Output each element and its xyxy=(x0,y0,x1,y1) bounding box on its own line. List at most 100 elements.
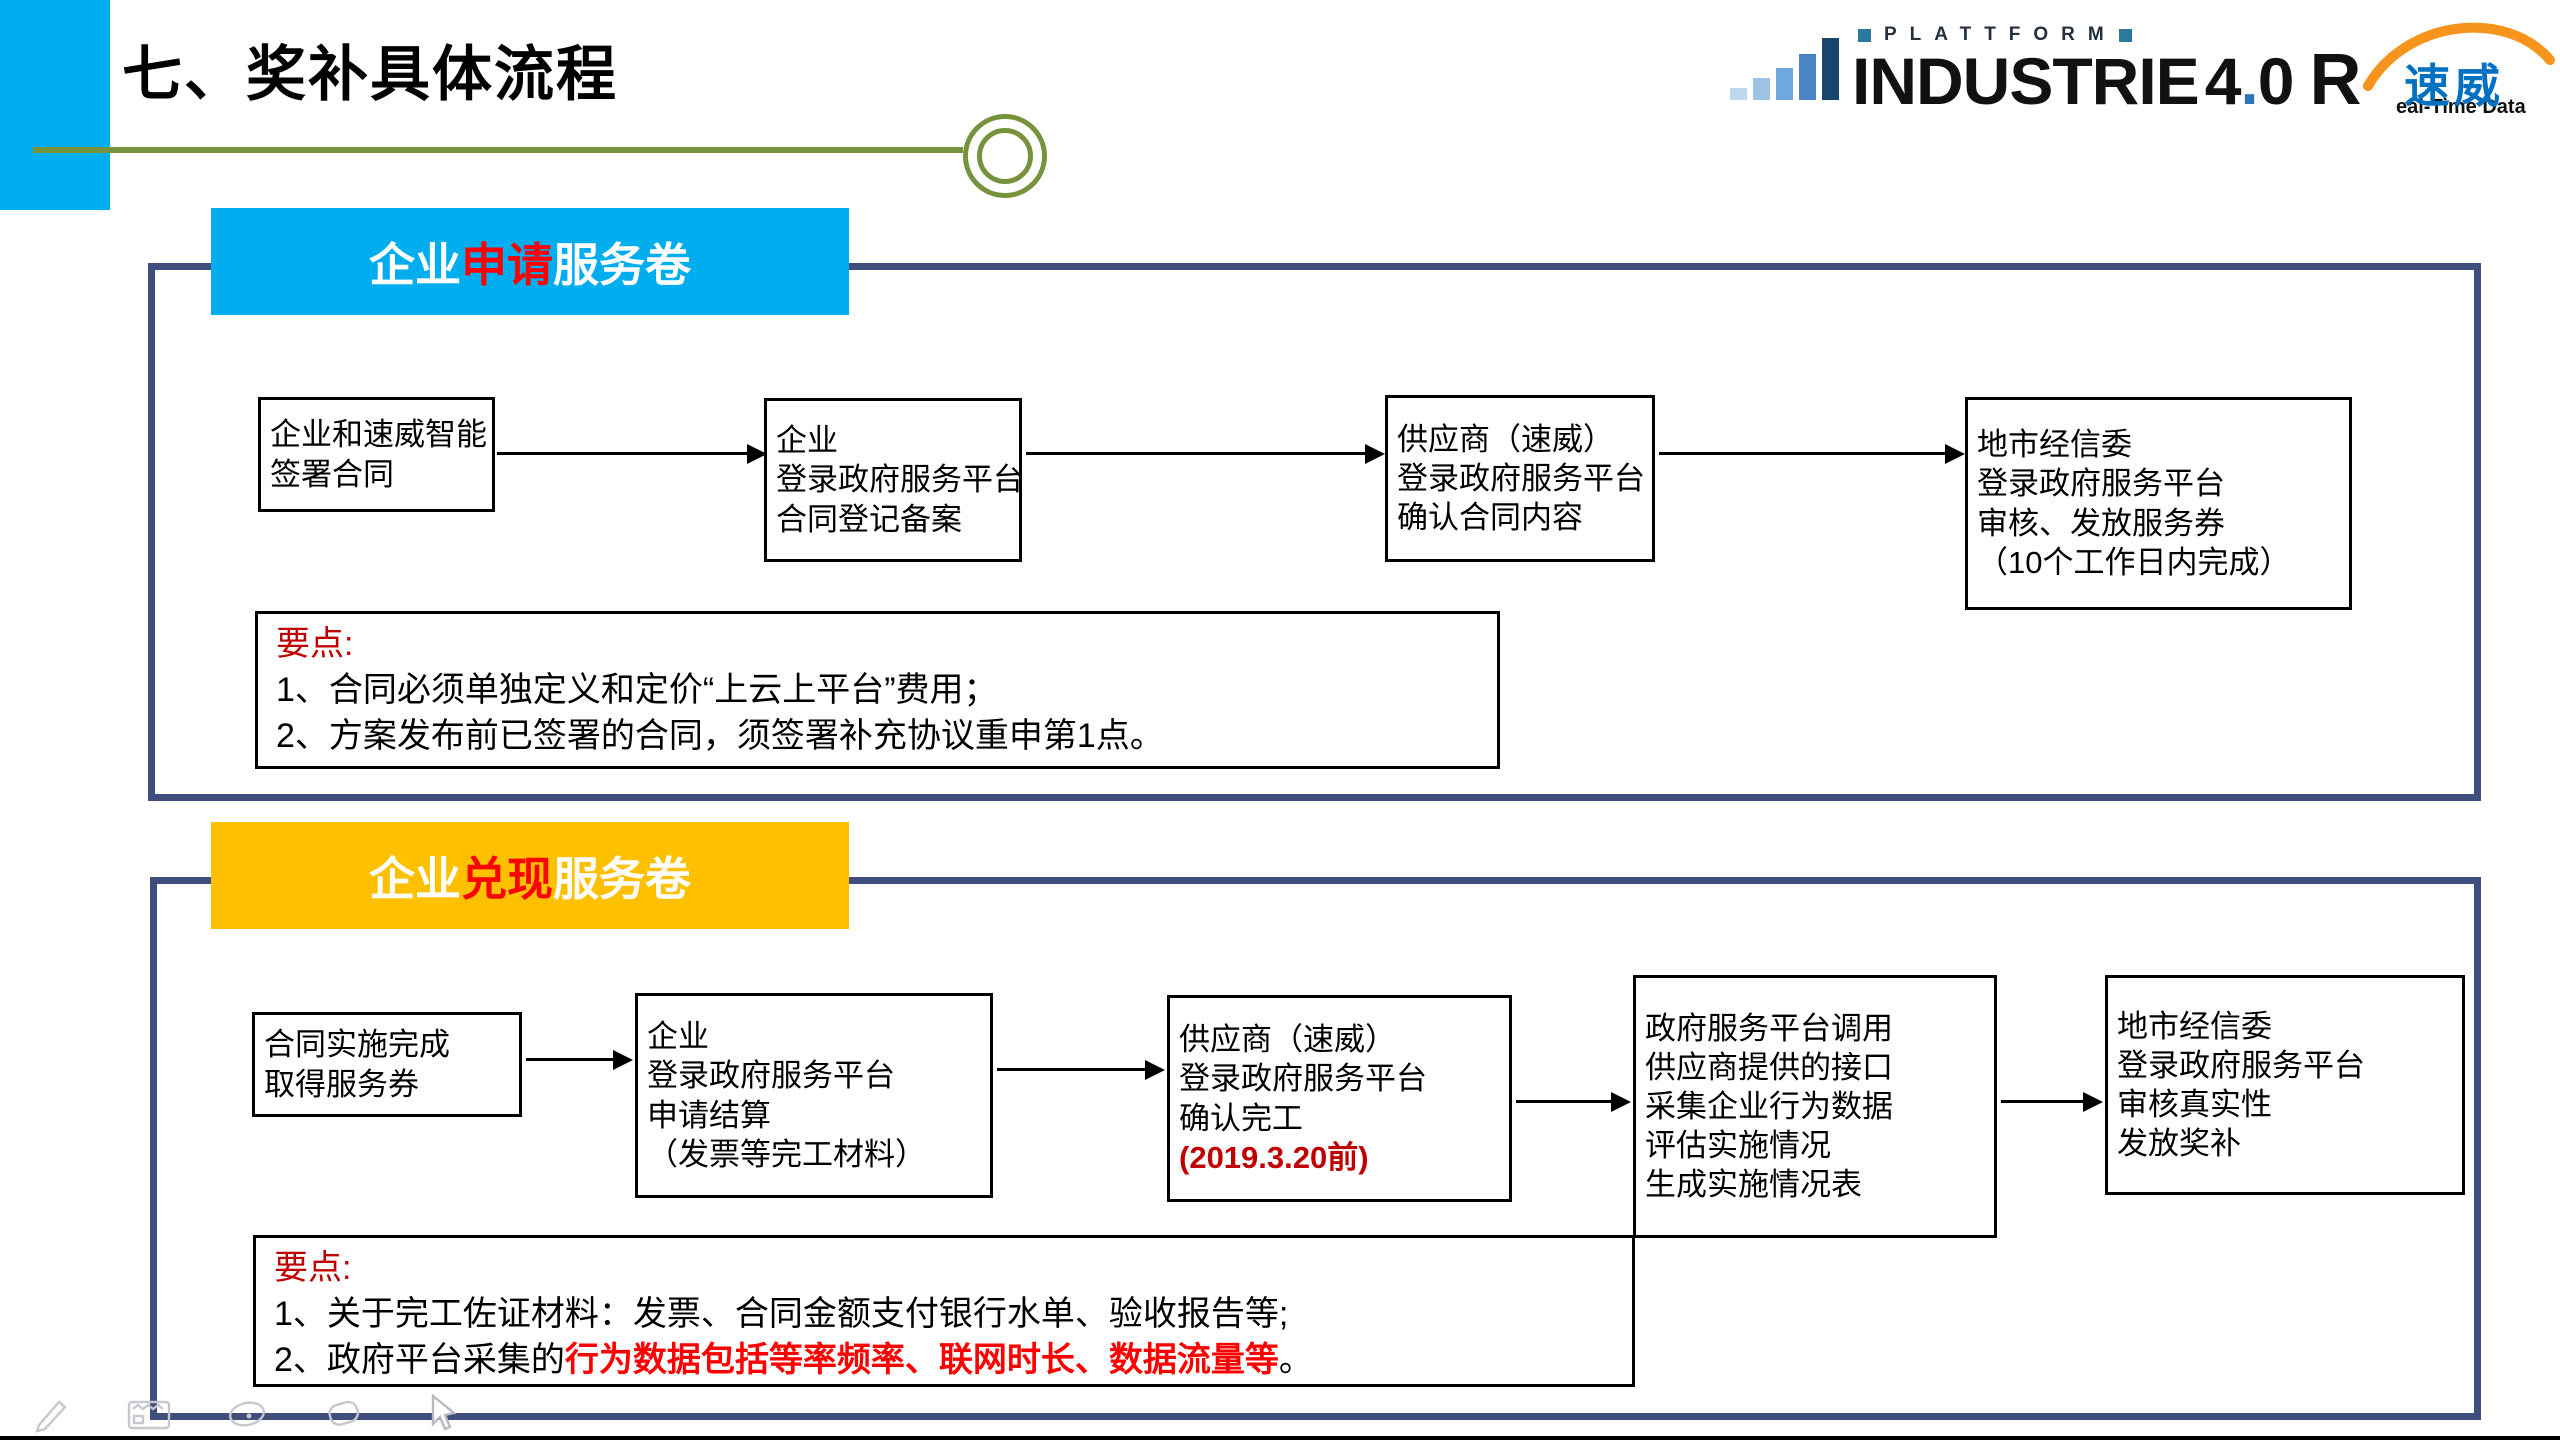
annotation-pad-icon xyxy=(127,1400,171,1430)
flow-step-line: 确认合同内容 xyxy=(1397,500,1583,536)
flow-step-line: 供应商（速威） xyxy=(1179,1022,1396,1058)
logo-version-dot: . xyxy=(2240,44,2258,118)
flow-step-line: 登录政府服务平台 xyxy=(647,1058,895,1094)
header-text: 服务卷 xyxy=(553,852,691,905)
flow-step-line: 企业和速威智能 xyxy=(270,417,487,453)
flow-step-commission-grant-reward: 地市经信委 登录政府服务平台 审核真实性 发放奖补 xyxy=(2105,975,2465,1195)
flow-step-line: （10个工作日内完成） xyxy=(1977,544,2291,580)
notes-item: 1、合同必须单独定义和定价“上云上平台”费用； xyxy=(276,670,998,709)
flow-step-line: 地市经信委 xyxy=(2117,1008,2272,1044)
flow-step-line: 企业 xyxy=(776,423,838,459)
laser-pointer-tool-button[interactable] xyxy=(221,1394,273,1434)
page-title: 七、奖补具体流程 xyxy=(122,41,618,108)
logo-brand-text: INDUSTRIE xyxy=(1852,44,2200,118)
flow-step-line: 取得服务券 xyxy=(264,1066,419,1102)
flow-arrow xyxy=(526,1058,613,1061)
logo-bar xyxy=(1730,88,1747,100)
logo-cn-brand: 速威 xyxy=(2404,60,2504,112)
flow-step-line: 审核真实性 xyxy=(2117,1087,2272,1122)
left-accent-bar xyxy=(0,0,110,210)
notes-item: 2、政府平台采集的行为数据包括等率频率、联网时长、数据流量等。 xyxy=(274,1338,1614,1384)
section-1-notes-box: 要点: 1、合同必须单独定义和定价“上云上平台”费用； 2、方案发布前已签署的合… xyxy=(255,611,1500,769)
logo-plattform-text: PLATTFORM xyxy=(1884,24,2117,45)
flow-step-line: 地市经信委 xyxy=(1977,427,2132,463)
flow-step-deadline: (2019.3.20前) xyxy=(1179,1139,1369,1175)
logo-bar-chart-icon xyxy=(1730,38,1850,100)
flow-arrow xyxy=(1516,1100,1611,1103)
flow-step-line: 审核、发放服务券 xyxy=(1977,505,2225,541)
flow-step-line: 生成实施情况表 xyxy=(1645,1167,1862,1203)
flow-step-line: 登录政府服务平台 xyxy=(1179,1061,1427,1097)
flow-step-line: 供应商提供的接口 xyxy=(1645,1049,1893,1085)
logo-r-initial: R xyxy=(2309,40,2361,120)
logo-swoosh-icon xyxy=(2363,22,2555,91)
flow-step-enterprise-register: 企业 登录政府服务平台 合同登记备案 xyxy=(764,398,1024,562)
flow-arrow xyxy=(2001,1100,2083,1103)
flow-step-line: 采集企业行为数据 xyxy=(1645,1088,1893,1124)
logo-bar xyxy=(1822,38,1839,100)
bottom-edge-strip xyxy=(0,1436,2560,1440)
flow-step-contract-complete: 合同实施完成 取得服务券 xyxy=(252,1012,522,1117)
flow-step-sign-contract: 企业和速威智能 签署合同 xyxy=(258,397,495,512)
header-text: 服务卷 xyxy=(553,238,691,291)
header-text: 企业 xyxy=(369,852,461,905)
flow-arrow xyxy=(997,1068,1145,1071)
flow-step-line: 合同实施完成 xyxy=(264,1027,450,1063)
flow-step-line: 确认完工 xyxy=(1179,1100,1303,1136)
flow-step-line: 申请结算 xyxy=(647,1097,771,1133)
flow-step-line: 供应商（速威） xyxy=(1397,421,1614,457)
logo-bar xyxy=(1753,78,1770,100)
flow-step-platform-collect-data: 政府服务平台调用 供应商提供的接口 采集企业行为数据 评估实施情况 生成实施情况… xyxy=(1633,975,1997,1238)
logo-version-minor: 0 xyxy=(2257,44,2295,118)
logo-bar xyxy=(1799,54,1816,100)
logo-version-major: 4 xyxy=(2204,44,2242,118)
notes-item: 2、方案发布前已签署的合同，须签署补充协议重申第1点。 xyxy=(276,716,1164,755)
flow-step-line: 登录政府服务平台 xyxy=(1977,466,2225,502)
title-rule xyxy=(33,147,963,153)
laser-pointer-icon xyxy=(229,1401,265,1427)
flow-step-line: 合同登记备案 xyxy=(776,501,962,537)
logo-square-icon xyxy=(1858,28,1871,42)
section-1-header: 企业申请服务卷 xyxy=(211,208,849,315)
flow-arrow xyxy=(1659,452,1945,455)
section-1-frame xyxy=(148,263,2481,801)
header-highlight: 兑现 xyxy=(461,852,553,905)
flow-step-line: 评估实施情况 xyxy=(1645,1128,1831,1164)
flow-arrow xyxy=(1026,452,1365,455)
header-text: 企业 xyxy=(369,238,461,291)
notes-label: 要点: xyxy=(274,1249,352,1287)
flow-step-supplier-confirm: 供应商（速威） 登录政府服务平台 确认合同内容 xyxy=(1385,395,1655,562)
presenter-toolbar xyxy=(25,1394,469,1434)
section-2-frame xyxy=(150,877,2481,1420)
notes-label: 要点: xyxy=(276,625,354,663)
flow-step-line: 发放奖补 xyxy=(2117,1126,2241,1162)
logo-bar xyxy=(1776,68,1793,100)
header-highlight: 申请 xyxy=(461,238,553,291)
section-2-notes-box: 要点: 1、关于完工佐证材料：发票、合同金额支付银行水单、验收报告等; 2、政府… xyxy=(253,1235,1635,1387)
double-circle-ornament-inner xyxy=(977,128,1033,184)
notes-item-text: 2、政府平台采集的 xyxy=(274,1340,565,1379)
logo-square-icon xyxy=(2118,28,2132,42)
flow-step-line: （发票等完工材料） xyxy=(647,1136,926,1172)
flow-step-line: 登录政府服务平台 xyxy=(1397,460,1645,496)
double-circle-ornament-outer xyxy=(963,114,1047,198)
cursor-tool-button[interactable] xyxy=(417,1394,469,1434)
logo-plattform-label: PLATTFORM xyxy=(1858,24,2132,46)
pen-tool-button[interactable] xyxy=(25,1394,77,1434)
logo-tagline: eal-Time Data xyxy=(2396,96,2526,118)
flow-step-line: 企业 xyxy=(647,1019,709,1055)
flow-step-apply-settlement: 企业 登录政府服务平台 申请结算 （发票等完工材料） xyxy=(635,993,993,1198)
notes-item-highlight: 行为数据包括等率频率、联网时长、数据流量等 xyxy=(564,1340,1279,1379)
annotation-pad-tool-button[interactable] xyxy=(123,1394,175,1434)
flow-step-supplier-confirm-completion: 供应商（速威） 登录政府服务平台 确认完工 (2019.3.20前) xyxy=(1167,995,1512,1202)
notes-item-text: 。 xyxy=(1278,1340,1313,1379)
section-2-header: 企业兑现服务卷 xyxy=(211,822,849,929)
notes-item: 1、关于完工佐证材料：发票、合同金额支付银行水单、验收报告等; xyxy=(274,1294,1289,1333)
eraser-tool-button[interactable] xyxy=(319,1394,371,1434)
pen-icon xyxy=(35,1400,67,1433)
eraser-icon xyxy=(328,1400,360,1426)
cursor-icon xyxy=(431,1394,457,1431)
flow-step-line: 登录政府服务平台 xyxy=(2117,1047,2365,1083)
